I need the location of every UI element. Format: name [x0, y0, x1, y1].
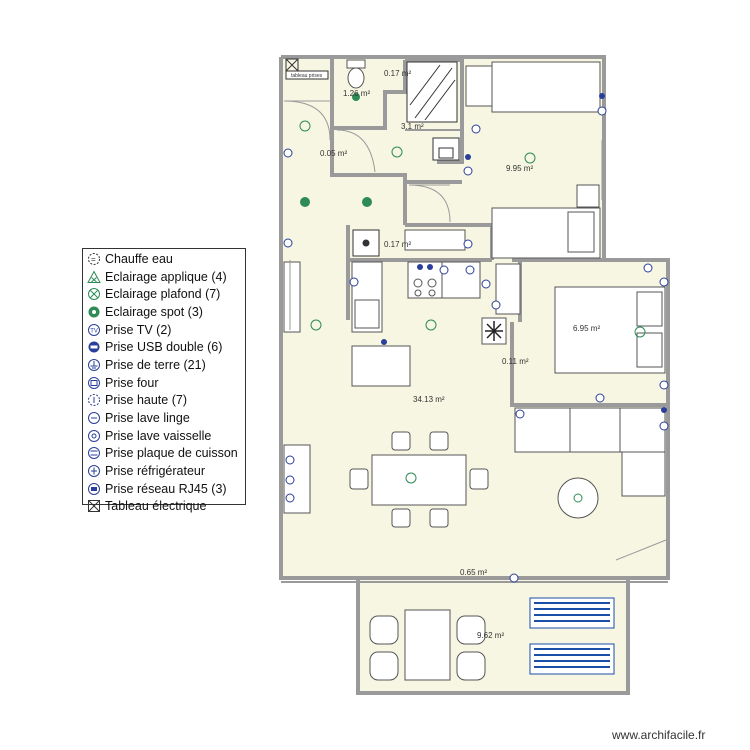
hob-icon — [413, 278, 437, 297]
tv-socket-icon: TV — [88, 323, 100, 336]
legend-label: Prise four — [105, 375, 159, 390]
legend: = Chauffe eau Eclairage applique (4) Ecl… — [82, 248, 246, 513]
svg-text:TV: TV — [90, 328, 98, 334]
sofa-icon — [514, 407, 666, 497]
legend-label: Prise USB double (6) — [105, 340, 223, 355]
bed-icon — [465, 61, 601, 259]
dishwasher-socket-icon — [88, 429, 100, 442]
legend-label: Prise plaque de cuisson — [105, 446, 238, 461]
area-bedroom1: 9.95 m² — [506, 164, 533, 173]
legend-label: Eclairage plafond (7) — [105, 287, 221, 302]
hob-socket-icon — [88, 447, 100, 460]
legend-item: TV Prise TV (2) — [87, 321, 241, 339]
panel-label: tableau prises — [291, 73, 323, 79]
electrical-panel-icon — [88, 500, 100, 513]
legend-label: Prise haute (7) — [105, 393, 187, 408]
area-terrace: 9.62 m² — [477, 631, 504, 640]
legend-item: Prise USB double (6) — [87, 338, 241, 356]
legend-item: = Chauffe eau — [87, 250, 241, 268]
legend-item: Prise réfrigérateur — [87, 462, 241, 480]
svg-text:=: = — [91, 255, 96, 264]
credit-link[interactable]: www.archifacile.fr — [612, 728, 706, 742]
earth-socket-icon — [88, 358, 100, 371]
legend-label: Prise réfrigérateur — [105, 464, 206, 479]
storage-shelf — [404, 229, 466, 251]
legend-label: Tableau électrique — [105, 499, 207, 514]
legend-item: Tableau électrique — [87, 498, 241, 516]
electrical-panel-icon — [285, 58, 329, 80]
kitchen-counter — [351, 261, 481, 387]
spot-light-icon — [88, 306, 100, 318]
sink-icon — [432, 137, 460, 161]
ceiling-light-icon — [88, 288, 100, 301]
legend-item: Prise réseau RJ45 (3) — [87, 480, 241, 498]
legend-label: Prise lave linge — [105, 411, 190, 426]
coffee-table-icon — [557, 477, 599, 519]
area-wc: 1.26 m² — [343, 89, 370, 98]
high-socket-icon — [88, 394, 100, 407]
oven-socket-icon — [88, 376, 100, 389]
legend-label: Prise TV (2) — [105, 322, 172, 337]
doors — [283, 100, 451, 223]
toilet-icon — [346, 59, 366, 89]
area-balcony-strip: 0.65 m² — [460, 568, 487, 577]
dining-table-icon — [349, 431, 489, 528]
legend-item: Prise de terre (21) — [87, 356, 241, 374]
wall-light-icon — [87, 269, 101, 283]
snowflake-icon — [481, 317, 507, 345]
legend-item: Eclairage applique (4) — [87, 268, 241, 286]
legend-item: Prise lave linge — [87, 409, 241, 427]
area-storage: 0.17 m² — [384, 240, 411, 249]
spot-light-icon — [300, 93, 372, 207]
legend-item: Eclairage spot (3) — [87, 303, 241, 321]
usb-socket-icon — [88, 341, 100, 353]
water-heater-icon: = — [88, 252, 100, 265]
legend-label: Prise de terre (21) — [105, 357, 206, 372]
earth-socket-icon — [283, 106, 669, 583]
windows — [289, 140, 667, 561]
area-closet: 0.05 m² — [320, 149, 347, 158]
area-cupboard: 0.11 m² — [502, 357, 529, 366]
legend-label: Prise lave vaisselle — [105, 428, 212, 443]
rj45-socket-icon — [88, 482, 100, 495]
legend-label: Eclairage spot (3) — [105, 304, 203, 319]
legend-label: Eclairage applique (4) — [105, 269, 227, 284]
shower-icon — [406, 61, 458, 123]
legend-item: Prise lave vaisselle — [87, 427, 241, 445]
legend-label: Prise réseau RJ45 (3) — [105, 481, 227, 496]
area-bathroom: 3.1 m² — [401, 122, 424, 131]
bed-icon — [554, 286, 666, 374]
legend-item: Prise plaque de cuisson — [87, 445, 241, 463]
sunbed-icon — [529, 597, 615, 675]
ceiling-light-icon — [299, 120, 646, 484]
legend-item: Eclairage plafond (7) — [87, 285, 241, 303]
fridge-socket-icon — [88, 465, 100, 478]
area-small-top: 0.17 m² — [384, 69, 411, 78]
terrace-table-icon — [369, 609, 486, 681]
water-heater-icon — [352, 229, 380, 257]
legend-item: Prise four — [87, 374, 241, 392]
legend-label: Chauffe eau — [105, 251, 173, 266]
usb-socket-icon — [381, 93, 667, 413]
area-bedroom2: 6.95 m² — [573, 324, 600, 333]
area-living: 34.13 m² — [413, 395, 445, 404]
washer-socket-icon — [88, 412, 100, 425]
legend-item: Prise haute (7) — [87, 392, 241, 410]
